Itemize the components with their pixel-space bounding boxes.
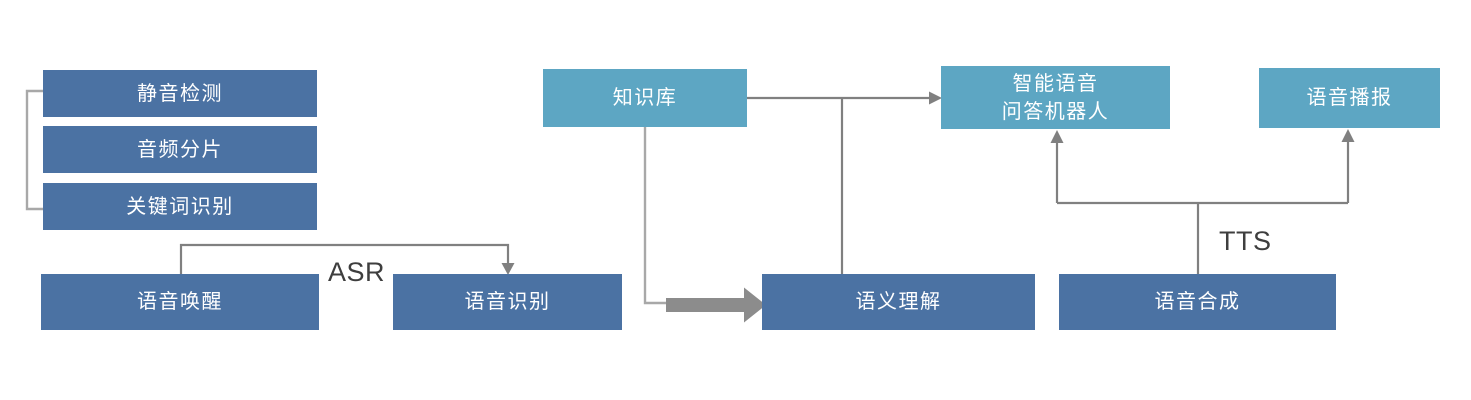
node-semantic-understanding: 语义理解 bbox=[762, 274, 1035, 330]
node-silence-detection: 静音检测 bbox=[43, 70, 317, 117]
kb-down-connector bbox=[643, 127, 666, 305]
node-voice-wakeup: 语音唤醒 bbox=[41, 274, 319, 330]
group-bracket bbox=[25, 89, 43, 211]
node-speech-synthesis: 语音合成 bbox=[1059, 274, 1336, 330]
node-voice-broadcast: 语音播报 bbox=[1259, 68, 1440, 128]
node-speech-recognition: 语音识别 bbox=[393, 274, 622, 330]
asr-flow-label: ASR bbox=[328, 257, 386, 287]
node-knowledge-base: 知识库 bbox=[543, 69, 747, 127]
thick-arrow-icon bbox=[666, 287, 766, 323]
node-keyword-recognition: 关键词识别 bbox=[43, 183, 317, 230]
node-qa-robot: 智能语音 问答机器人 bbox=[941, 66, 1170, 129]
tts-left-arrowhead-icon bbox=[1050, 130, 1064, 143]
tts-flow-label: TTS bbox=[1219, 226, 1272, 256]
node-audio-segmentation: 音频分片 bbox=[43, 126, 317, 173]
tts-right-arrowhead-icon bbox=[1341, 129, 1355, 142]
